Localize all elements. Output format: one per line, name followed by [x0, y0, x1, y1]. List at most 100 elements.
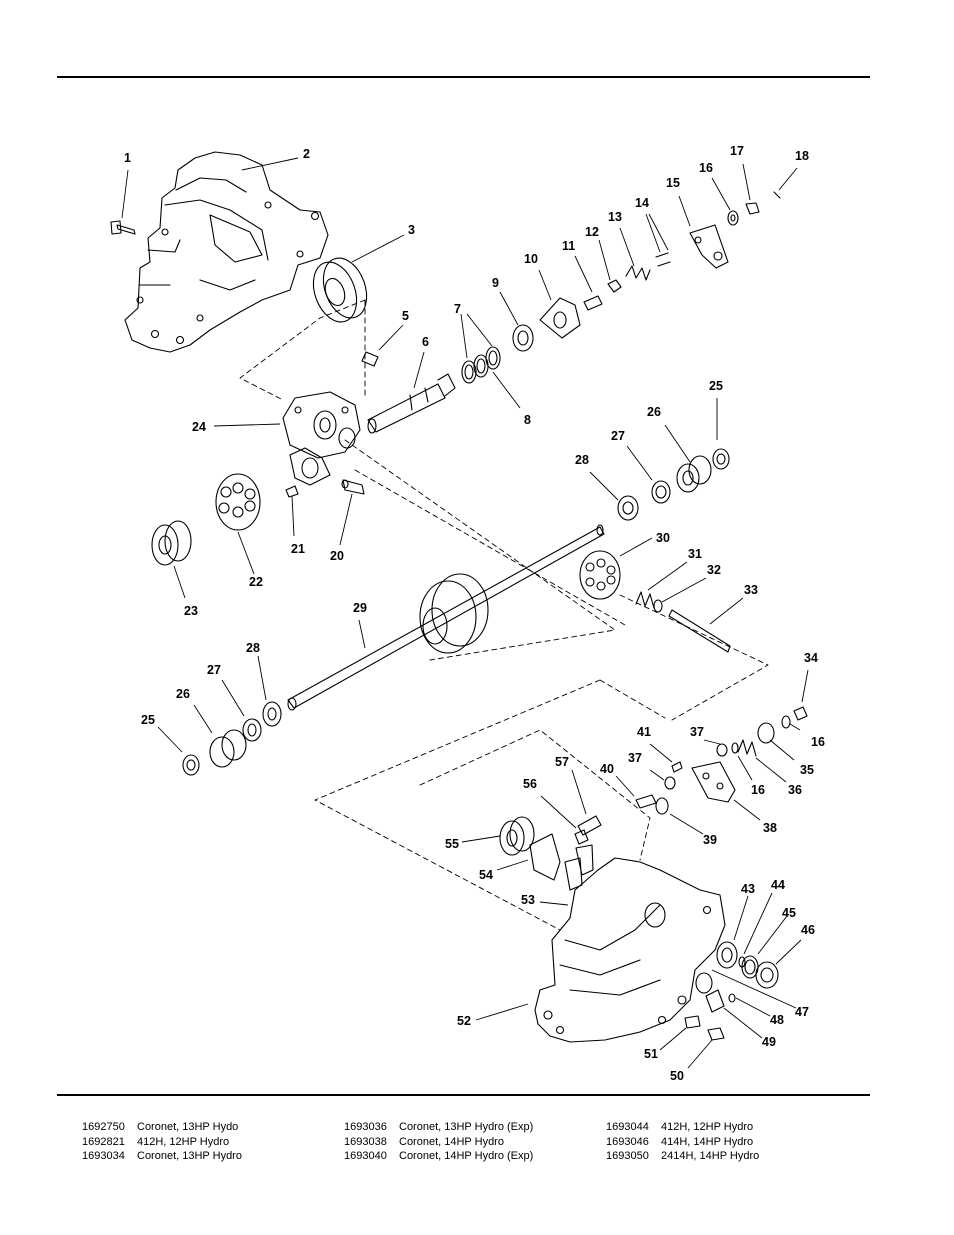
ring-parts-7-8	[461, 346, 501, 384]
callout-16-lower: 16	[751, 783, 765, 797]
callout-51: 51	[644, 1047, 658, 1061]
model-number: 1693034	[82, 1150, 125, 1163]
callout-56: 56	[523, 777, 537, 791]
callout-30: 30	[656, 531, 670, 545]
bearing-part-23	[151, 520, 192, 566]
pump-block-part-24	[282, 391, 361, 459]
callout-2: 2	[303, 147, 310, 161]
washer-part-32	[653, 599, 663, 613]
cylinder-block-part-22	[215, 473, 261, 531]
washer-part-37b	[664, 776, 676, 790]
model-row: 1693038 Coronet, 14HP Hydro	[344, 1135, 533, 1150]
callout-37-lower: 37	[628, 751, 642, 765]
callout-21: 21	[291, 542, 305, 556]
pin-part-40	[635, 794, 657, 809]
bolt-part-50	[707, 1027, 725, 1041]
washer-part-16c	[731, 742, 739, 754]
washer-part-28a	[617, 495, 639, 521]
washer-part-16	[727, 210, 739, 226]
callout-22: 22	[249, 575, 263, 589]
callout-45: 45	[782, 906, 796, 920]
bushing-part-26b	[209, 729, 247, 768]
callout-32: 32	[707, 563, 721, 577]
callout-17: 17	[730, 144, 744, 158]
callout-34: 34	[804, 651, 818, 665]
callout-8: 8	[524, 413, 531, 427]
model-name: Coronet, 14HP Hydro (Exp)	[399, 1150, 534, 1163]
thrust-plates-part-53	[564, 844, 594, 891]
callout-14: 14	[635, 196, 649, 210]
lower-housing-part-52	[534, 857, 726, 1043]
model-name: Coronet, 14HP Hydro	[399, 1135, 504, 1148]
callout-15: 15	[666, 176, 680, 190]
model-number: 1692750	[82, 1121, 125, 1133]
spring-part-36	[737, 739, 757, 757]
gear-part-3	[312, 257, 368, 323]
assembly-guide-lines	[239, 299, 769, 931]
plate-part-21	[285, 447, 331, 498]
callout-24: 24	[192, 420, 206, 434]
arm-part-38	[691, 761, 736, 803]
model-number: 1693040	[344, 1150, 387, 1163]
callout-35: 35	[800, 763, 814, 777]
callout-25-right: 25	[709, 379, 723, 393]
top-rule	[57, 76, 870, 78]
spring-part-31	[635, 591, 655, 609]
pins-part-14	[655, 252, 671, 267]
shaft-part-33	[668, 609, 731, 653]
callout-23: 23	[184, 604, 198, 618]
callout-9: 9	[492, 276, 499, 290]
bushing-part-39	[655, 797, 669, 815]
callout-40: 40	[600, 762, 614, 776]
callout-52: 52	[457, 1014, 471, 1028]
model-number: 1693050	[606, 1150, 649, 1163]
nut-part-34	[793, 706, 808, 721]
callout-43: 43	[741, 882, 755, 896]
callout-47: 47	[795, 1005, 809, 1019]
model-number: 1693038	[344, 1135, 387, 1148]
bracket-part-15	[689, 224, 729, 269]
motor-block-part-30	[579, 550, 621, 600]
callout-16-right: 16	[811, 735, 825, 749]
nut-part-17	[745, 202, 760, 215]
callout-29: 29	[353, 601, 367, 615]
model-name: 412H, 12HP Hydro	[661, 1121, 754, 1133]
callout-49: 49	[762, 1035, 776, 1049]
callout-55: 55	[445, 837, 459, 851]
model-name: 412H, 12HP Hydro	[137, 1135, 230, 1148]
callout-28-right: 28	[575, 453, 589, 467]
callout-37-upper: 37	[690, 725, 704, 739]
washer-part-27b	[242, 718, 262, 742]
callout-1: 1	[124, 151, 131, 165]
callout-3: 3	[408, 223, 415, 237]
washer-part-27a	[651, 480, 671, 504]
bearing-part-9	[512, 324, 534, 352]
callout-39: 39	[703, 833, 717, 847]
bolt-part-51	[684, 1015, 701, 1029]
ring-part-25b	[182, 754, 200, 776]
callout-18: 18	[795, 149, 809, 163]
clip-part-48	[728, 993, 736, 1003]
bolt-part-1	[110, 220, 136, 235]
callout-11: 11	[562, 239, 575, 253]
callout-36: 36	[788, 783, 802, 797]
nut-part-12	[607, 279, 622, 293]
washer-part-37a	[716, 743, 728, 757]
callout-13: 13	[608, 210, 622, 224]
callout-31: 31	[688, 547, 702, 561]
callout-5: 5	[402, 309, 409, 323]
seal-part-46	[755, 961, 779, 989]
callout-46: 46	[801, 923, 815, 937]
callout-44: 44	[771, 878, 785, 892]
callout-28-left: 28	[246, 641, 260, 655]
callout-48: 48	[770, 1013, 784, 1027]
model-row: 1693040 Coronet, 14HP Hydro (Exp)	[344, 1149, 533, 1164]
bearing-part-55	[499, 816, 535, 856]
cam-part-10	[539, 297, 581, 339]
